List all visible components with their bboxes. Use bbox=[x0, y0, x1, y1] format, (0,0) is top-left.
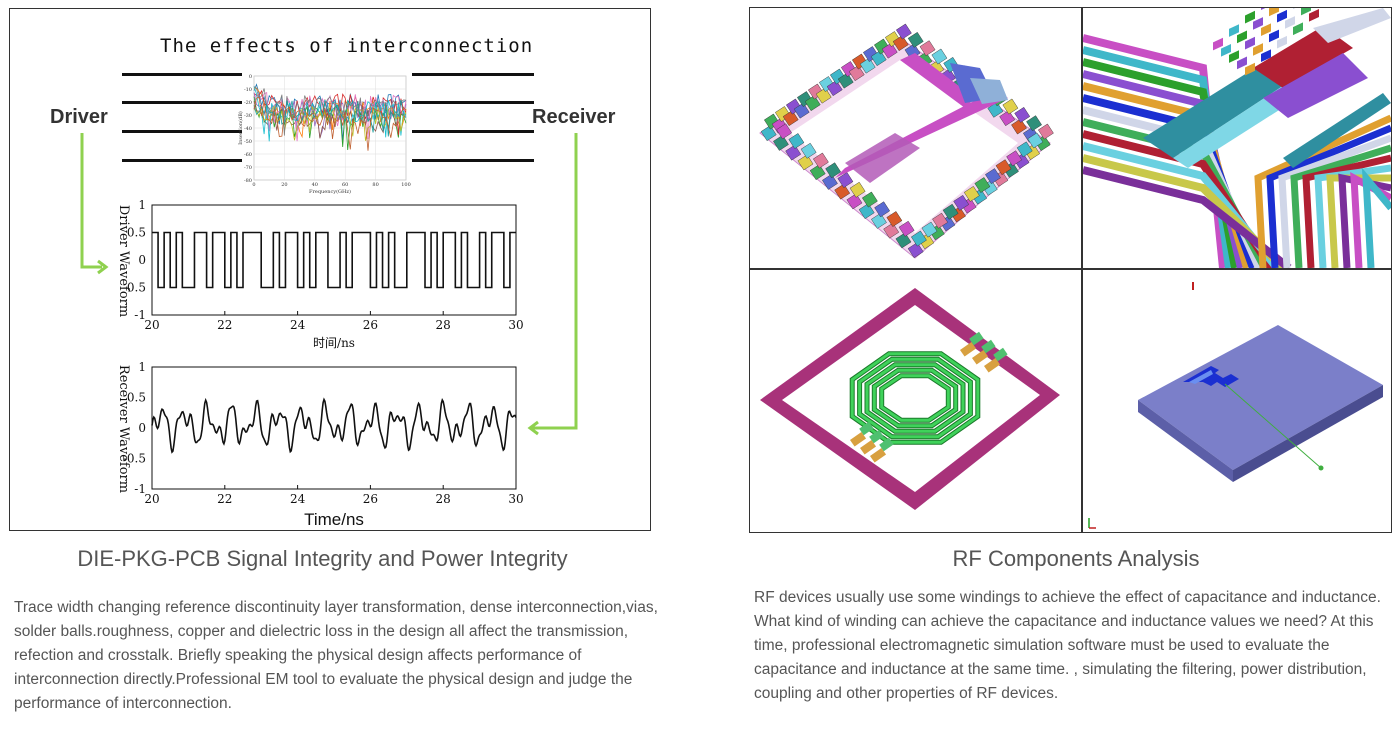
inset-y-label: Insertion(dB) bbox=[237, 111, 244, 145]
inset-ytick: -70 bbox=[244, 165, 252, 171]
right-caption: RF Components Analysis bbox=[952, 546, 1200, 571]
inset-curve bbox=[253, 89, 407, 136]
receiver-waveform-ylabel: Receiver Waveform bbox=[116, 365, 131, 493]
driver-ytick: 1 bbox=[138, 199, 146, 212]
rf-model-grid bbox=[749, 0, 1394, 533]
receiver-xtick: 22 bbox=[217, 492, 232, 506]
inset-curve bbox=[253, 92, 407, 139]
driver-ytick: -0.5 bbox=[123, 281, 146, 295]
interconnect-line bbox=[412, 130, 534, 133]
driver-waveform-ylabel: Driver Waveform bbox=[116, 205, 131, 317]
inset-curve bbox=[253, 96, 407, 151]
patch-antenna-model bbox=[1088, 282, 1383, 529]
inset-curve bbox=[253, 86, 407, 136]
package-zoom-model bbox=[1082, 0, 1394, 272]
driver-arrow bbox=[80, 133, 102, 269]
inset-ytick: -60 bbox=[244, 152, 252, 158]
driver-ytick: -1 bbox=[134, 308, 146, 322]
driver-ytick: 0.5 bbox=[127, 226, 146, 240]
inset-xtick: 0 bbox=[252, 182, 255, 188]
inset-xtick: 60 bbox=[342, 182, 348, 188]
package-ring-model bbox=[759, 23, 1054, 259]
em-model-panel-3 bbox=[749, 269, 1082, 533]
inductor-coil-model bbox=[760, 288, 1060, 510]
receiver-ytick: -0.5 bbox=[123, 452, 146, 466]
receiver-ytick: 1 bbox=[138, 361, 146, 374]
inset-curve bbox=[253, 101, 407, 139]
inset-ytick: -30 bbox=[244, 113, 252, 119]
driver-xtick: 30 bbox=[508, 318, 523, 332]
em-model-panel-4 bbox=[1082, 269, 1392, 533]
interconnect-line bbox=[122, 159, 242, 162]
em-model-panel-1 bbox=[749, 7, 1082, 269]
flow-arrows bbox=[80, 133, 578, 436]
receiver-xtick: 30 bbox=[508, 492, 523, 506]
driver-xtick: 28 bbox=[436, 318, 451, 332]
inset-ytick: 0 bbox=[249, 74, 252, 80]
inset-ytick: -40 bbox=[244, 126, 252, 132]
inset-x-label: Frequency(GHz) bbox=[309, 188, 351, 195]
em-model-panel-2 bbox=[1082, 0, 1394, 272]
receiver-xtick: 20 bbox=[144, 492, 159, 506]
receiver-ytick: -1 bbox=[134, 482, 146, 496]
receiver-waveform-plot: 1 0.5 0 -0.5 -1 20 22 24 26 28 30 Receiver Wavefo… bbox=[116, 361, 524, 529]
interconnect-line bbox=[412, 101, 534, 104]
interconnect-line bbox=[412, 159, 534, 162]
receiver-waveform-xlabel: Time/ns bbox=[304, 510, 364, 529]
inset-ytick: -20 bbox=[244, 100, 252, 106]
driver-ytick: 0 bbox=[138, 253, 146, 267]
si-pi-figure: The effects of interconnection Driver Re… bbox=[9, 8, 651, 531]
insertion-loss-inset: 0 -10 -20 -30 -40 -50 -60 -70 -80 0 20 40 60 80 100 F… bbox=[237, 74, 411, 195]
receiver-arrow bbox=[532, 133, 578, 430]
inset-xtick: 20 bbox=[281, 182, 287, 188]
driver-xtick: 26 bbox=[363, 318, 378, 332]
receiver-xtick: 26 bbox=[363, 492, 378, 506]
left-description: Trace width changing reference discontin… bbox=[14, 599, 658, 712]
receiver-label: Receiver bbox=[532, 106, 616, 128]
inset-xtick: 80 bbox=[372, 182, 378, 188]
driver-xtick: 20 bbox=[144, 318, 159, 332]
inset-ytick: -50 bbox=[244, 139, 252, 145]
inset-xtick: 40 bbox=[312, 182, 318, 188]
receiver-xtick: 24 bbox=[290, 492, 306, 506]
figure-title: The effects of interconnection bbox=[160, 35, 534, 57]
driver-xtick: 22 bbox=[217, 318, 232, 332]
inset-ytick: -10 bbox=[244, 87, 252, 93]
receiver-ytick: 0 bbox=[138, 421, 146, 435]
interconnect-line bbox=[122, 130, 242, 133]
inset-ytick: -80 bbox=[244, 178, 252, 184]
interconnect-line bbox=[122, 101, 242, 104]
inset-xtick: 100 bbox=[401, 182, 411, 188]
driver-xtick: 24 bbox=[290, 318, 306, 332]
driver-waveform-plot: 1 0.5 0 -0.5 -1 20 22 24 26 28 30 Driver Waveform… bbox=[116, 199, 524, 349]
driver-label: Driver bbox=[50, 106, 108, 128]
driver-waveform-xlabel: 时间/ns bbox=[313, 336, 355, 349]
left-caption: DIE-PKG-PCB Signal Integrity and Power I… bbox=[77, 546, 568, 571]
interconnect-line bbox=[122, 73, 242, 76]
interconnect-line bbox=[412, 73, 534, 76]
right-description: RF devices usually use some windings to … bbox=[754, 589, 1381, 702]
receiver-ytick: 0.5 bbox=[127, 391, 146, 405]
receiver-xtick: 28 bbox=[436, 492, 451, 506]
